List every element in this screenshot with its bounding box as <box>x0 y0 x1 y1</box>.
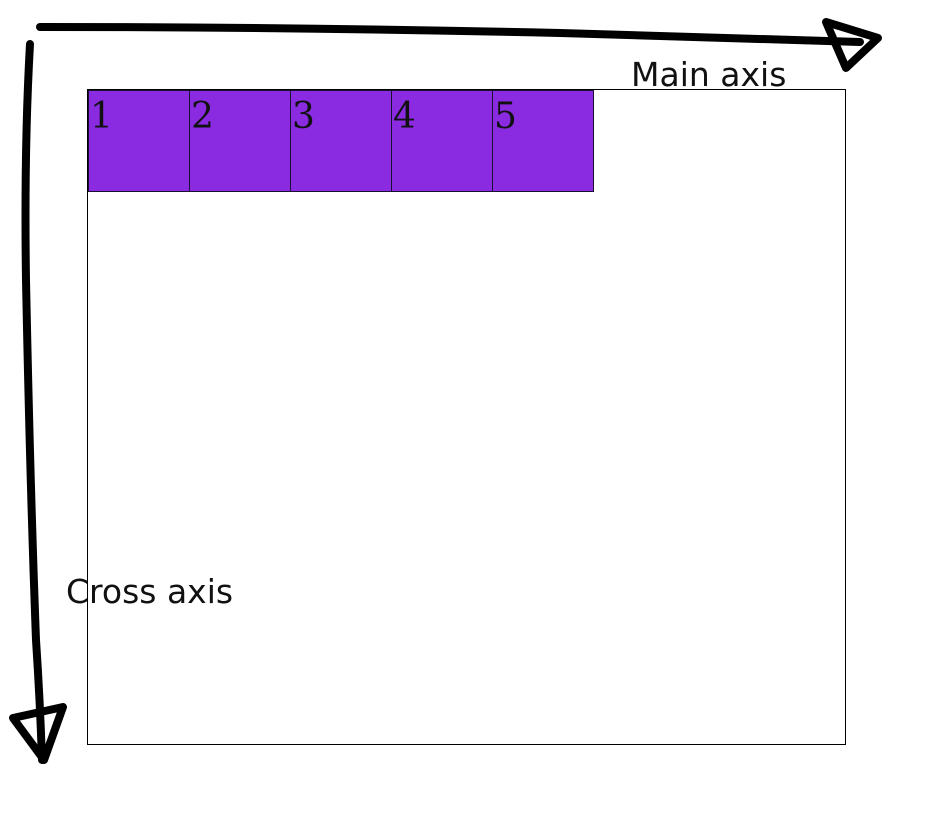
cross-axis-label: Cross axis <box>66 572 234 611</box>
flex-item-5: 5 <box>492 90 594 192</box>
main-axis-label: Main axis <box>631 55 787 94</box>
flex-item-1: 1 <box>88 90 190 192</box>
cross-axis-arrow-line <box>21 40 46 764</box>
main-axis-arrow-line <box>36 23 864 46</box>
flex-container: 1 2 3 4 5 <box>87 89 846 745</box>
main-axis-arrowhead-icon <box>822 18 882 72</box>
cross-axis-arrowhead-icon <box>9 703 67 764</box>
flex-item-3: 3 <box>290 90 392 192</box>
flex-item-2: 2 <box>189 90 291 192</box>
flex-item-4: 4 <box>391 90 493 192</box>
